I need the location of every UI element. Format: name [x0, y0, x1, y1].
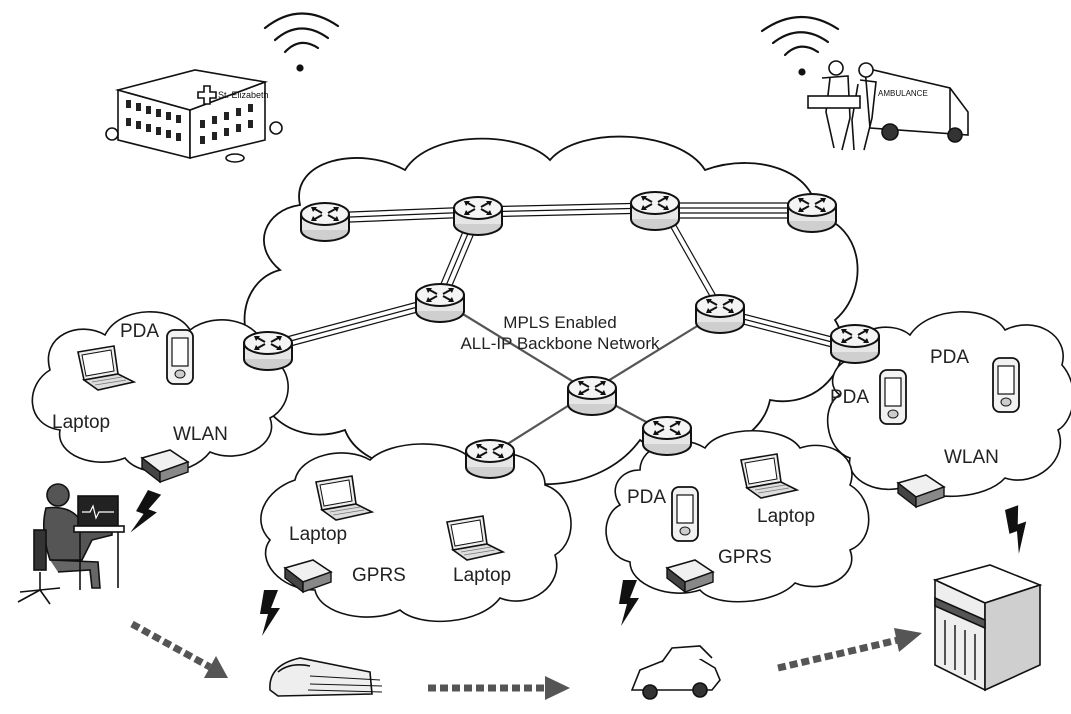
- wlan-right-pda2-label: PDA: [930, 347, 970, 368]
- wifi-signal-icon: [263, 12, 340, 72]
- wlan-right-network-label: WLAN: [944, 447, 999, 468]
- hospital-icon: St. Elizabeth: [105, 69, 283, 163]
- pda-icon: [166, 329, 194, 385]
- router-icon: [695, 294, 745, 334]
- wlan-right-pda1-label: PDA: [830, 387, 870, 408]
- router-icon: [787, 193, 837, 233]
- backbone-label: MPLS Enabled ALL-IP Backbone Network: [420, 312, 700, 354]
- router-icon: [567, 376, 617, 416]
- hospital-sign: St. Elizabeth: [218, 90, 269, 100]
- wlan-left-network-label: WLAN: [173, 424, 228, 445]
- gprs-right-pda-label: PDA: [627, 487, 667, 508]
- wifi-signal-icon: [760, 15, 840, 76]
- arrow-head-icon: [545, 676, 570, 700]
- movement-arrow: [130, 620, 212, 671]
- router-icon: [630, 191, 680, 231]
- gprs-left-laptop2-label: Laptop: [453, 565, 512, 586]
- gprs-left-laptop1-label: Laptop: [289, 524, 348, 545]
- ambulance-icon: AMBULANCE: [807, 60, 969, 151]
- backbone-title-line2: ALL-IP Backbone Network: [460, 334, 660, 353]
- ambulance-sign: AMBULANCE: [878, 89, 928, 98]
- backbone-title-line1: MPLS Enabled: [503, 313, 617, 332]
- router-icon: [642, 416, 692, 456]
- data-center-icon: [932, 564, 1043, 692]
- doctor-workstation-icon: [17, 483, 125, 605]
- wireless-link-icon: [260, 590, 280, 636]
- arrow-head-icon: [204, 656, 228, 678]
- wlan-left-laptop-label: Laptop: [52, 412, 111, 433]
- gprs-left-network-label: GPRS: [352, 565, 406, 586]
- pda-icon: [879, 369, 907, 425]
- router-icon: [465, 439, 515, 479]
- router-icon: [830, 324, 880, 364]
- router-icon: [243, 331, 293, 371]
- gprs-right-laptop-label: Laptop: [757, 506, 816, 527]
- pda-icon: [992, 357, 1020, 413]
- train-icon: [269, 657, 383, 697]
- arrow-head-icon: [894, 628, 922, 652]
- gprs-right-network-label: GPRS: [718, 547, 772, 568]
- gprs-right-cloud: [605, 430, 870, 603]
- pda-icon: [671, 486, 699, 542]
- wireless-link-icon: [128, 488, 164, 539]
- router-icon: [453, 196, 503, 236]
- wireless-link-icon: [619, 580, 639, 626]
- car-icon: [630, 645, 721, 700]
- router-icon: [300, 202, 350, 242]
- wireless-link-icon: [1001, 504, 1036, 555]
- movement-arrow: [777, 636, 899, 672]
- wlan-left-pda-label: PDA: [120, 321, 160, 342]
